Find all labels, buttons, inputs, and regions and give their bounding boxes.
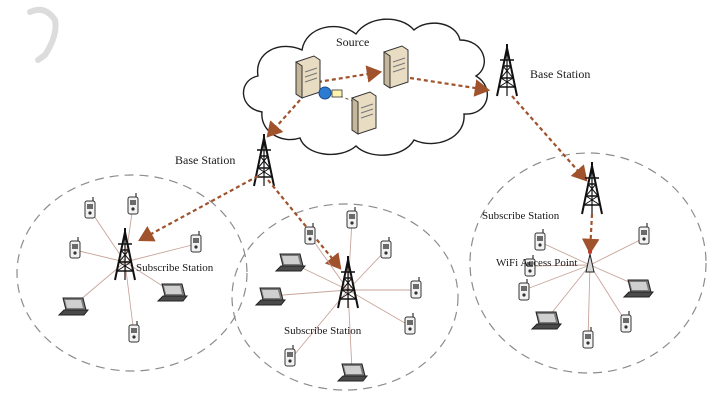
phone-icon: [346, 206, 358, 229]
source-label: Source: [336, 35, 369, 49]
wifi-access-point-label: WiFi Access Point: [496, 257, 577, 269]
subscribe-station-left-label: Subscribe Station: [136, 262, 214, 274]
base-station-right-label: Base Station: [530, 67, 590, 81]
phone-icon: [410, 276, 422, 299]
access-point-icon: [585, 250, 595, 273]
source-link-arrow: [317, 65, 383, 84]
phone-icon: [638, 222, 650, 245]
monitor-icon: [331, 89, 343, 98]
server-icon: [295, 55, 321, 99]
subscribe-station-middle-label: Subscribe Station: [284, 325, 362, 337]
coverage-zone-right: [469, 152, 707, 374]
tower-icon: [253, 133, 275, 187]
tower-icon: [496, 43, 518, 97]
tower-to-wifi-arrow: [581, 213, 600, 255]
coverage-zone-left: [16, 174, 248, 372]
laptop-icon: [255, 287, 286, 306]
laptop-icon: [337, 363, 368, 382]
phone-icon: [304, 222, 316, 245]
base-to-right-subscribe-arrow: [511, 95, 588, 182]
base-to-middle-subscribe-arrow: [267, 179, 342, 270]
globe-icon: [318, 86, 332, 100]
server-icon: [383, 45, 409, 89]
phone-icon: [69, 236, 81, 259]
phone-icon: [534, 228, 546, 251]
phone-icon: [128, 320, 140, 343]
right-zone-links: [523, 237, 645, 341]
phone-icon: [404, 312, 416, 335]
coverage-zone-middle: [231, 203, 459, 391]
cloud-to-left-base-arrow: [266, 99, 301, 138]
phone-icon: [620, 310, 632, 333]
cloud-icon: [242, 18, 488, 156]
laptop-icon: [157, 283, 188, 302]
laptop-icon: [275, 253, 306, 272]
phone-icon: [84, 196, 96, 219]
laptop-icon: [531, 311, 562, 330]
server-icon: [351, 91, 377, 135]
base-station-left-label: Base Station: [175, 153, 235, 167]
phone-icon: [518, 278, 530, 301]
watermark-stroke: [27, 6, 59, 63]
cloud-to-base-arrow: [409, 76, 491, 97]
tower-icon: [581, 161, 603, 215]
laptop-icon: [58, 297, 89, 316]
middle-zone-links: [269, 219, 416, 371]
tower-icon: [114, 227, 136, 281]
phone-icon: [380, 236, 392, 259]
phone-icon: [284, 344, 296, 367]
phone-icon: [127, 192, 139, 215]
laptop-icon: [623, 279, 654, 298]
phone-icon: [190, 230, 202, 253]
subscribe-station-right-label: Subscribe Station: [482, 210, 560, 222]
base-to-left-subscribe-arrow: [138, 175, 259, 242]
